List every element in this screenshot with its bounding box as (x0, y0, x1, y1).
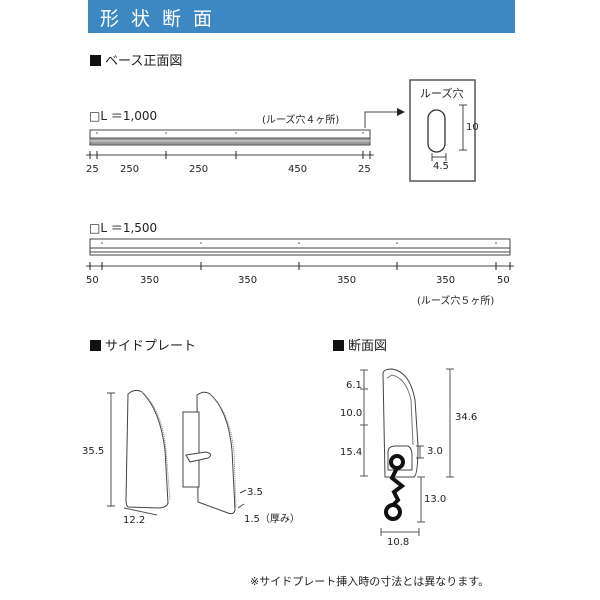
l1500-hole-note: (ルーズ穴５ヶ所) (417, 296, 495, 307)
section-side-plate: サイドプレート (90, 335, 196, 354)
side-plate-thickness: 1.5（厚み） (244, 514, 300, 525)
l1000-dim-1: 25 (86, 164, 99, 175)
l1000-bar (86, 108, 405, 159)
l1000-dim-4: 450 (288, 164, 308, 175)
header-bar: 形状断面 (88, 0, 515, 33)
section-base-front-view: ベース正面図 (90, 50, 182, 69)
l1500-dim-2: 350 (140, 275, 160, 286)
l1500-dim-6: 50 (497, 275, 510, 286)
cross-dim-13-0: 13.0 (424, 494, 447, 505)
l1000-label: □L ＝1,000 (89, 109, 158, 123)
side-plate-lip: 3.5 (247, 487, 263, 498)
l1000-dim-2: 250 (120, 164, 140, 175)
page-title: 形状断面 (100, 8, 225, 30)
cross-section-drawing (360, 368, 454, 536)
loose-hole-title: ルーズ穴 (420, 87, 464, 100)
side-plate-depth: 12.2 (123, 515, 146, 526)
loose-hole-width: 4.5 (433, 161, 449, 172)
cross-dim-15-4: 15.4 (340, 447, 363, 458)
side-plate-height: 35.5 (82, 446, 105, 457)
cross-dim-6-1: 6.1 (346, 380, 362, 391)
loose-hole-height: 10 (466, 122, 479, 133)
footnote: ※サイドプレート挿入時の寸法とは異なります。 (250, 575, 490, 588)
l1000-dim-3: 250 (189, 164, 209, 175)
cross-dim-3-0: 3.0 (427, 446, 443, 457)
cross-dim-34-6: 34.6 (455, 412, 478, 423)
square-bullet-icon (90, 55, 101, 66)
l1500-dim-3: 350 (238, 275, 258, 286)
square-bullet-icon (90, 340, 101, 351)
l1500-label: □L ＝1,500 (89, 221, 158, 235)
square-bullet-icon (333, 340, 344, 351)
l1500-bar (86, 238, 514, 270)
l1500-dim-5: 350 (436, 275, 456, 286)
l1000-hole-note: (ルーズ穴４ヶ所) (262, 115, 340, 126)
cross-dim-10-0: 10.0 (340, 408, 363, 419)
loose-hole-detail-box (409, 79, 476, 182)
l1500-dim-1: 50 (86, 275, 99, 286)
side-plate-drawing (107, 389, 247, 516)
section-cross-section: 断面図 (333, 335, 387, 354)
l1000-dim-5: 25 (358, 164, 371, 175)
l1500-dim-4: 350 (337, 275, 357, 286)
cross-dim-10-8: 10.8 (387, 537, 410, 548)
